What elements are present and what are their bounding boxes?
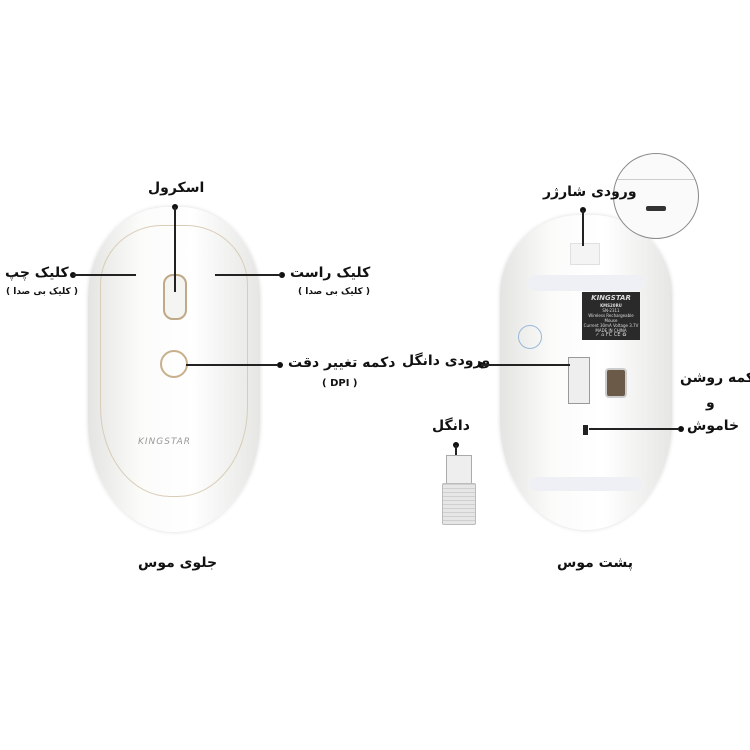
certification-seal xyxy=(518,325,542,349)
inset-edge xyxy=(614,179,698,180)
product-sticker: KINGSTAR KMS20RU SN-2311 Wireless Rechar… xyxy=(582,292,640,340)
right-click-label: کلیک راست xyxy=(290,265,371,281)
sticker-spec: Current 30mA Voltage 3.7V xyxy=(583,323,639,328)
dongle-label: دانگل xyxy=(432,418,470,434)
left-click-sub: ( کلیک بی صدا ) xyxy=(6,287,79,297)
usb-dongle-image xyxy=(442,455,476,525)
power-label-line1: دکمه روشن xyxy=(680,370,750,386)
power-label-line2: و xyxy=(706,395,715,411)
optical-sensor xyxy=(605,368,627,398)
sticker-sn: SN-2311 xyxy=(602,308,620,313)
sticker-desc: Wireless Rechargeable Mouse xyxy=(588,313,634,323)
power-dot xyxy=(678,426,684,432)
brand-logo: KINGSTAR xyxy=(138,437,192,447)
dpi-sub: ( DPI ) xyxy=(322,378,358,389)
sticker-brand: KINGSTAR xyxy=(591,294,631,302)
scroll-leader xyxy=(174,207,176,292)
right-click-dot xyxy=(279,272,285,278)
bottom-glide-pad xyxy=(530,477,642,491)
power-label-line3: خاموش xyxy=(687,418,740,434)
dpi-label: دکمه تغییر دقت xyxy=(288,355,396,371)
left-click-leader xyxy=(73,274,136,276)
micro-usb-port-icon xyxy=(646,206,666,211)
charger-port-tab xyxy=(570,243,600,265)
left-click-label: کلیک چپ xyxy=(5,265,69,281)
back-mouse-image: KINGSTAR KMS20RU SN-2311 Wireless Rechar… xyxy=(500,215,672,530)
power-leader xyxy=(589,428,679,430)
top-glide-pad xyxy=(528,275,644,291)
dpi-leader xyxy=(186,364,278,366)
sticker-origin: MADE IN CHINA xyxy=(595,328,627,333)
charger-port-label: ورودی شارژر xyxy=(543,184,637,200)
charger-port-leader xyxy=(582,210,584,246)
dongle-connector xyxy=(446,455,472,485)
dongle-slot xyxy=(568,357,590,404)
charger-port-inset xyxy=(613,153,699,239)
dongle-slot-leader xyxy=(481,364,570,366)
right-click-sub: ( کلیک بی صدا ) xyxy=(298,287,371,297)
sticker-model: KMS20RU xyxy=(600,303,622,308)
back-caption: پشت موس xyxy=(557,555,633,571)
dpi-button xyxy=(160,350,188,378)
dongle-leader xyxy=(455,445,457,455)
right-click-leader xyxy=(215,274,281,276)
scroll-label: اسکرول xyxy=(148,180,205,196)
front-caption: جلوی موس xyxy=(138,555,218,571)
dongle-body xyxy=(442,483,476,525)
sticker-marks: ✓ ⌂ FC CE ♻ xyxy=(595,332,627,338)
power-switch xyxy=(583,425,588,435)
dpi-dot xyxy=(277,362,283,368)
dongle-slot-label: ورودی دانگل xyxy=(402,353,491,369)
